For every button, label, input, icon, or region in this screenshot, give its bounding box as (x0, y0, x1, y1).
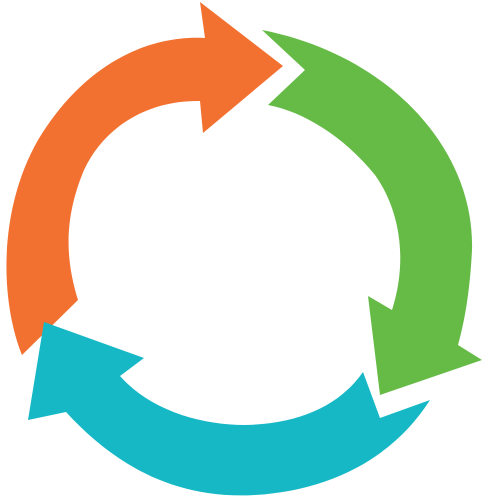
orange-arrow (6, 2, 283, 355)
green-arrow (262, 30, 482, 395)
teal-arrow (28, 322, 430, 496)
stock-id-label: 1379709732 (0, 412, 1, 471)
